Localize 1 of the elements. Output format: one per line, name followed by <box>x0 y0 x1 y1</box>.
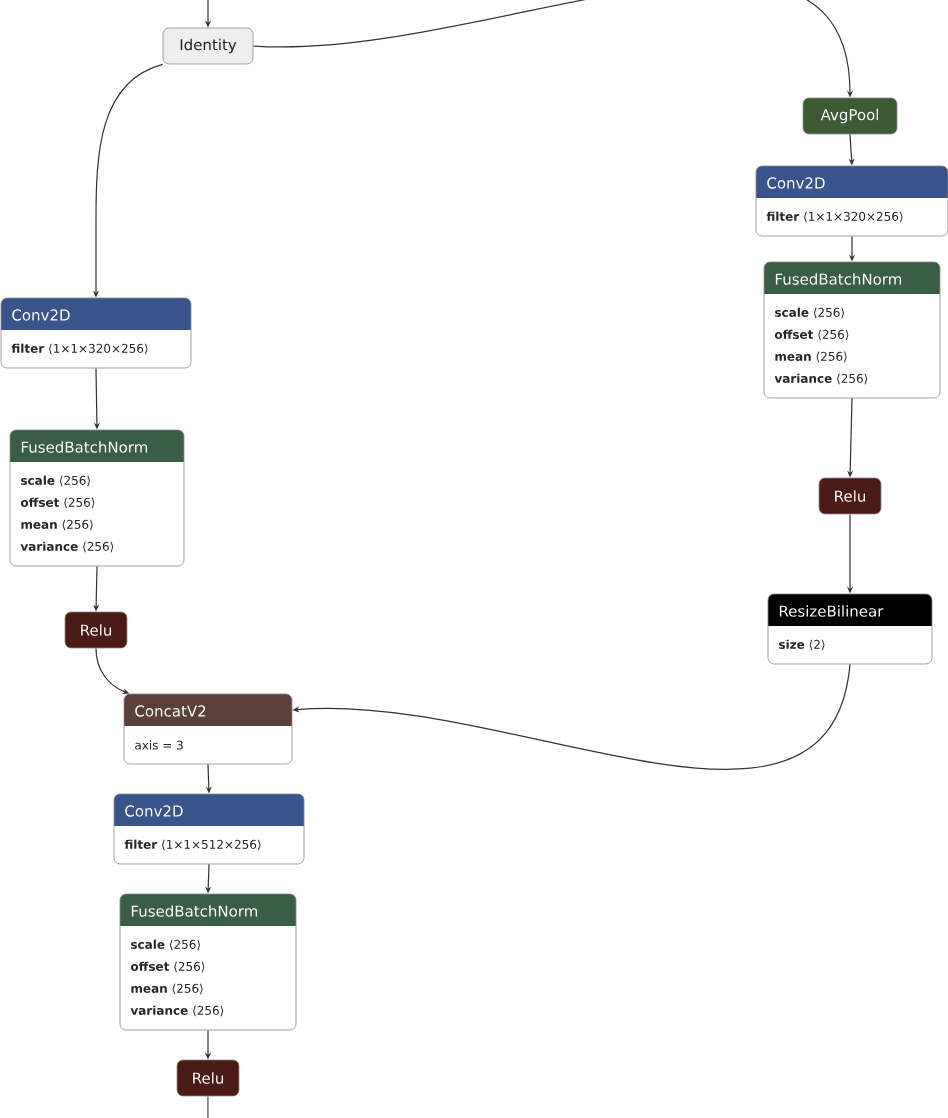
connector-line <box>207 1095 209 1118</box>
